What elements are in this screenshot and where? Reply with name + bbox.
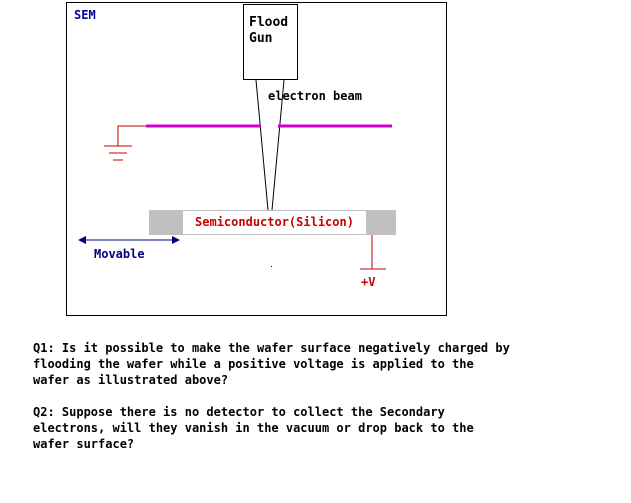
- electron-beam-label: electron beam: [268, 89, 362, 103]
- flood-gun: Flood Gun: [243, 4, 298, 80]
- question-1: Q1: Is it possible to make the wafer sur…: [33, 341, 510, 387]
- beam-edge-left: [255, 79, 269, 211]
- beam-edge-right: [271, 79, 285, 211]
- wafer-label: Semiconductor(Silicon): [183, 211, 366, 234]
- flood-gun-label-line1: Flood: [249, 15, 289, 30]
- sem-label: SEM: [74, 8, 96, 22]
- stray-dot: [271, 266, 272, 267]
- movable-label: Movable: [94, 247, 145, 261]
- ground-icon: [104, 145, 132, 161]
- ground-wire: [117, 125, 146, 146]
- flood-gun-label-line2: Gun: [249, 31, 273, 46]
- movable-arrow-icon: [78, 236, 180, 244]
- question-2: Q2: Suppose there is no detector to coll…: [33, 405, 474, 451]
- questions: Q1: Is it possible to make the wafer sur…: [33, 340, 613, 468]
- voltage-label: +V: [361, 275, 376, 289]
